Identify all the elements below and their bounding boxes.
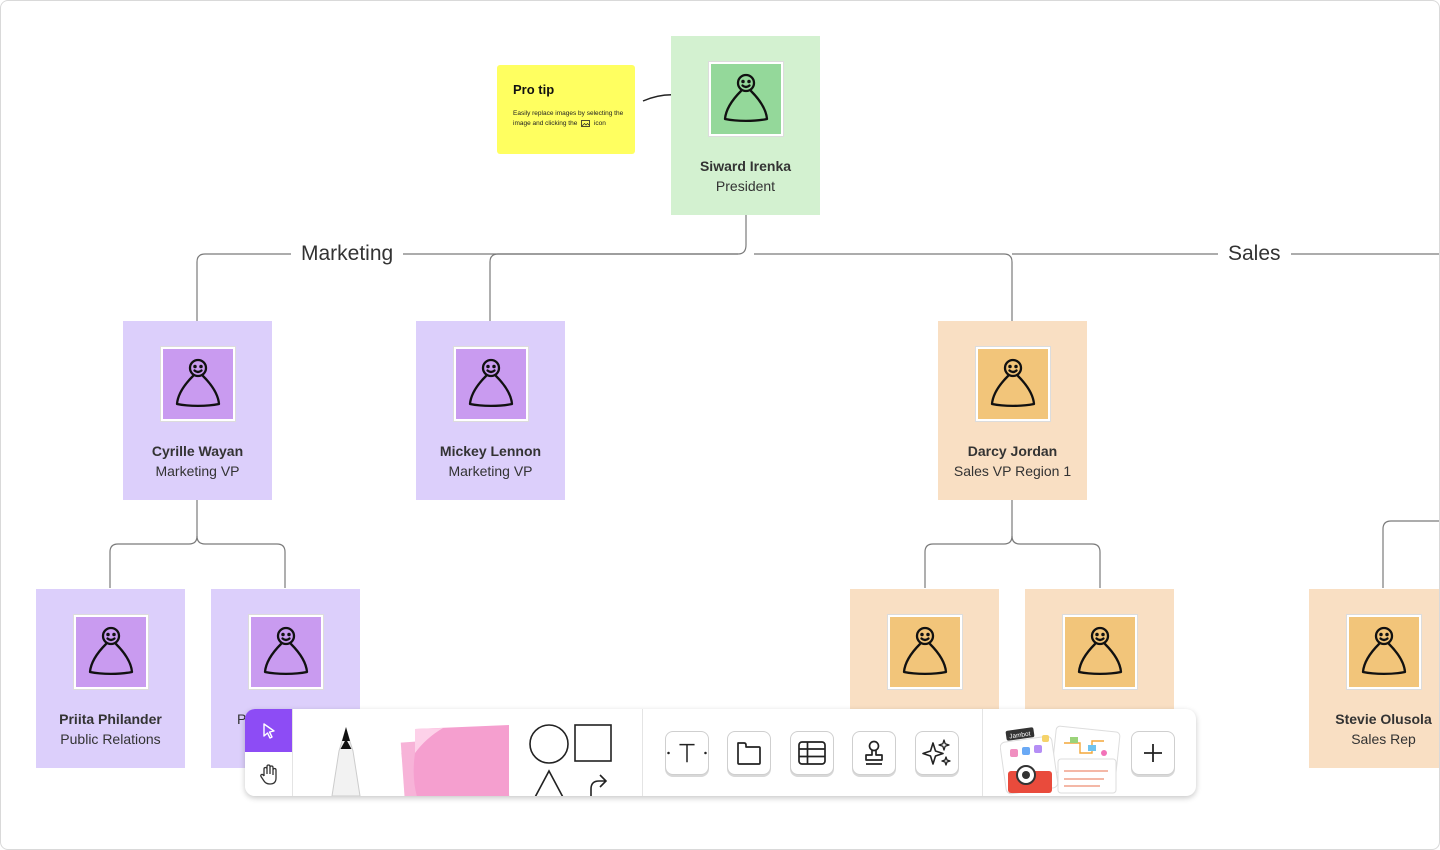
text-icon <box>667 743 707 763</box>
plus-icon <box>1144 744 1162 762</box>
shapes-icon <box>529 724 612 796</box>
person-icon[interactable] <box>161 347 235 421</box>
ai-sparkle-icon <box>922 739 951 766</box>
person-icon[interactable] <box>1347 615 1421 689</box>
cursor-arrow-icon <box>262 722 275 739</box>
person-icon[interactable] <box>888 615 962 689</box>
org-card-president[interactable]: Siward Irenka President <box>671 36 820 215</box>
person-icon[interactable] <box>249 615 323 689</box>
ai-tool-button[interactable] <box>915 731 959 775</box>
text-tool-button[interactable] <box>665 731 709 775</box>
person-name: Mickey Lennon <box>439 443 542 459</box>
org-card-sales-vp[interactable]: Darcy Jordan Sales VP Region 1 <box>938 321 1087 500</box>
sticky-body: Easily replace images by selecting the i… <box>513 110 624 127</box>
org-card-marketing-vp-1[interactable]: Cyrille Wayan Marketing VP <box>123 321 272 500</box>
toolbar-divider <box>642 709 643 796</box>
table-icon <box>798 741 826 765</box>
select-tool-button[interactable] <box>245 709 292 752</box>
person-role: Marketing VP <box>155 463 240 479</box>
person-name: Darcy Jordan <box>967 443 1058 459</box>
person-icon[interactable] <box>74 615 148 689</box>
sticky-note-tool-button[interactable] <box>393 723 513 796</box>
person-role: Public Relations <box>60 731 161 747</box>
person-icon[interactable] <box>976 347 1050 421</box>
org-card-marketing-report-2[interactable]: P <box>211 589 360 768</box>
org-card-marketing-report-1[interactable]: Priita Philander Public Relations <box>36 589 185 768</box>
table-tool-button[interactable] <box>790 731 834 775</box>
person-icon[interactable] <box>709 62 783 136</box>
person-name: P <box>237 711 247 727</box>
add-button[interactable] <box>1131 731 1175 775</box>
sticky-note-icon <box>400 725 510 796</box>
stamp-icon <box>865 740 883 765</box>
person-name: Cyrille Wayan <box>151 443 244 459</box>
group-label-sales: Sales <box>1218 241 1291 267</box>
frame-icon <box>737 742 761 765</box>
pen-tool-button[interactable] <box>320 723 370 796</box>
person-name: Stevie Olusola <box>1335 711 1432 727</box>
person-role: President <box>715 178 776 194</box>
image-icon <box>581 119 591 127</box>
person-name: Priita Philander <box>59 711 162 727</box>
pro-tip-sticky-note[interactable]: Pro tip Easily replace images by selecti… <box>497 65 635 154</box>
person-role: Marketing VP <box>448 463 533 479</box>
hand-icon <box>259 763 277 785</box>
frame-tool-button[interactable] <box>727 731 771 775</box>
org-card-marketing-vp-2[interactable]: Mickey Lennon Marketing VP <box>416 321 565 500</box>
sticky-title: Pro tip <box>513 82 555 97</box>
person-name: Siward Irenka <box>699 158 792 174</box>
group-label-marketing: Marketing <box>291 241 404 267</box>
person-role: Sales Rep <box>1351 731 1416 747</box>
person-icon[interactable] <box>1063 615 1137 689</box>
person-icon[interactable] <box>454 347 528 421</box>
templates-label: Jambot <box>1009 731 1031 741</box>
pan-tool-button[interactable] <box>245 753 292 796</box>
templates-icon: Jambot <box>999 725 1121 795</box>
templates-button[interactable]: Jambot <box>999 723 1122 796</box>
shapes-tool-button[interactable] <box>525 719 617 796</box>
toolbar-divider <box>292 709 293 796</box>
toolbar-divider <box>982 709 983 796</box>
person-role: Sales VP Region 1 <box>953 463 1072 479</box>
org-card-sales-report-3[interactable]: Stevie Olusola Sales Rep <box>1309 589 1439 768</box>
pen-icon <box>331 727 361 796</box>
stamp-tool-button[interactable] <box>852 731 896 775</box>
bottom-toolbar: Jambot <box>245 709 1196 796</box>
